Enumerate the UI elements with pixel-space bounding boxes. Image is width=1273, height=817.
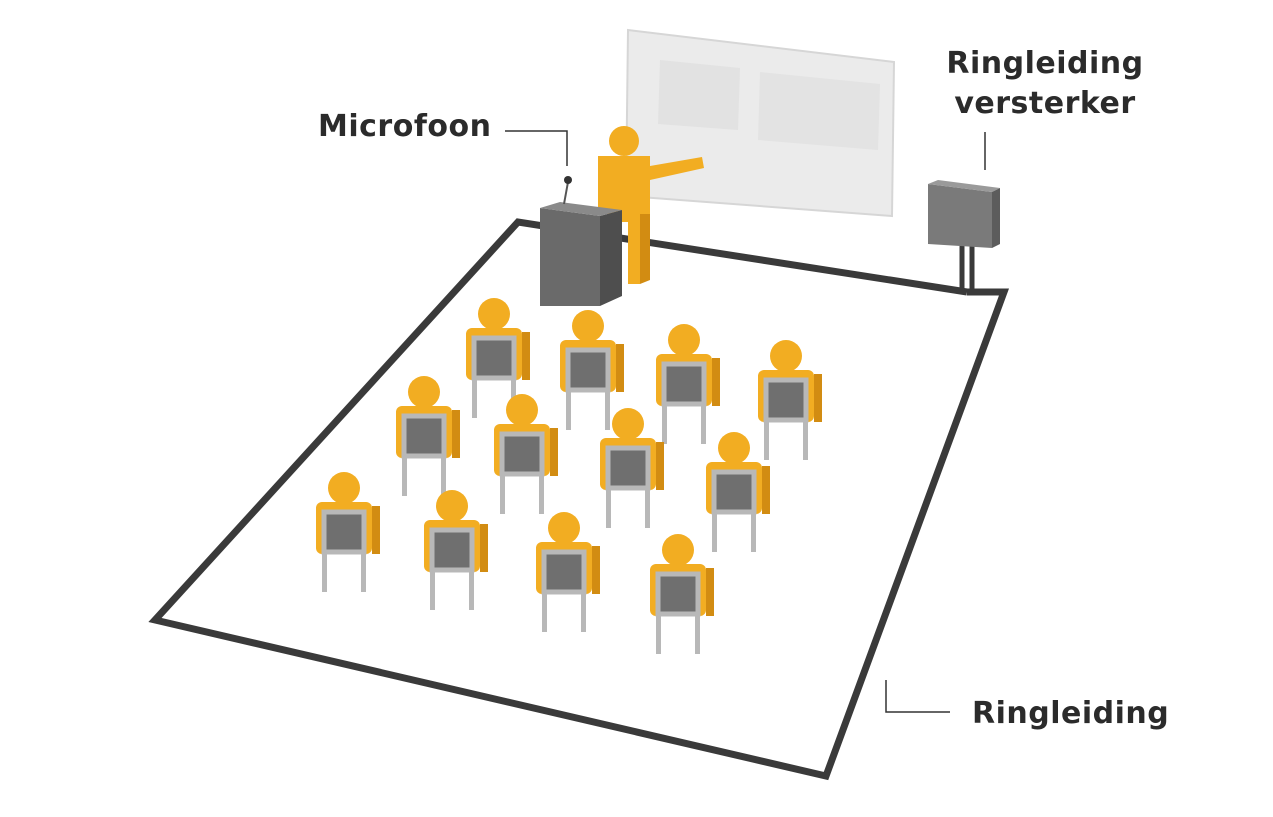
presenter-figure xyxy=(598,126,704,284)
seated-person xyxy=(494,394,558,514)
audience xyxy=(316,298,822,654)
seated-person xyxy=(316,472,380,592)
leader-lines xyxy=(505,130,986,713)
seated-person xyxy=(424,490,488,610)
seated-person xyxy=(466,298,530,418)
seated-person xyxy=(656,324,720,444)
seated-person xyxy=(396,376,460,496)
seated-person xyxy=(600,408,664,528)
projection-screen xyxy=(624,28,896,218)
seated-person xyxy=(650,534,714,654)
microphone-label: Microfoon xyxy=(318,109,492,144)
seated-person xyxy=(560,310,624,430)
seated-person xyxy=(706,432,770,552)
loop-amplifier-label: Ringleiding versterker xyxy=(945,44,1145,124)
induction-loop-label: Ringleiding xyxy=(972,696,1170,731)
seated-person xyxy=(536,512,600,632)
loop-amplifier-box xyxy=(928,180,1000,248)
loop-amplifier-label-line2: versterker xyxy=(954,86,1136,121)
amplifier-wires xyxy=(959,246,975,292)
loop-amplifier-label-line1: Ringleiding xyxy=(946,46,1144,81)
seated-person xyxy=(758,340,822,460)
lectern xyxy=(540,202,622,306)
microphone-icon xyxy=(563,176,572,205)
